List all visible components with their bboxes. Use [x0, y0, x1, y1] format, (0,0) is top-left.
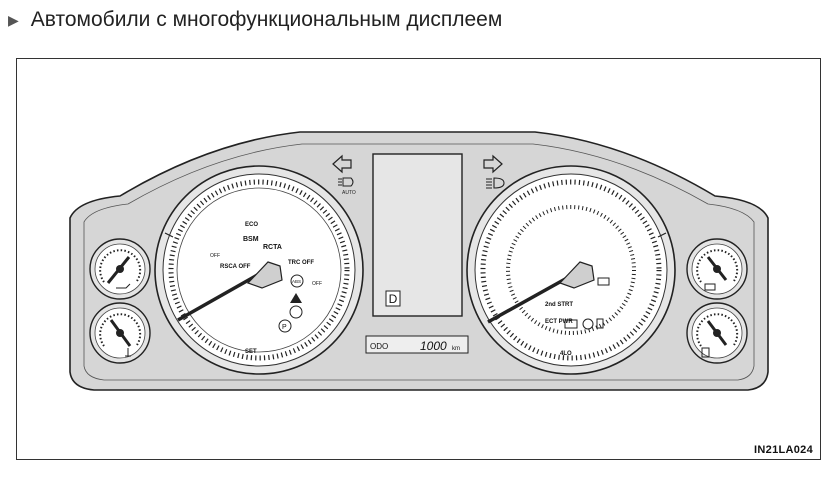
rsca-off-indicator: RSCA OFF	[220, 264, 251, 270]
section-title: Автомобили с многофункциональным дисплее…	[30, 8, 503, 31]
set-label: SET	[245, 349, 257, 355]
svg-text:P: P	[282, 324, 287, 331]
ect-pwr-indicator: ECT PWR	[545, 319, 573, 325]
odometer-panel	[365, 335, 469, 354]
multi-info-display	[372, 153, 463, 317]
odometer-unit: km	[452, 346, 460, 352]
bsm-indicator: BSM	[243, 236, 259, 243]
off-indicator-left: OFF	[210, 253, 220, 259]
figure-code: IN21LA024	[754, 444, 813, 456]
parking-brake-icon	[278, 319, 292, 333]
four-lo-indicator: 4LO	[560, 351, 572, 357]
section-heading: ▶ Автомобили с многофункциональным диспл…	[8, 6, 502, 34]
svg-text:AUTO: AUTO	[342, 190, 356, 196]
rcta-indicator: RCTA	[263, 244, 282, 251]
high-beam-icon	[486, 177, 505, 189]
odometer-label: ODO	[370, 342, 388, 351]
fuel-low-icon	[596, 318, 604, 329]
second-start-indicator: 2nd STRT	[545, 302, 573, 308]
tire-pressure-icon	[582, 318, 594, 330]
off-indicator-right: OFF	[312, 281, 322, 287]
abs-indicator: ABS	[292, 279, 301, 284]
coolant-temperature-gauge	[89, 302, 151, 364]
coolant-temperature-icon	[125, 348, 131, 357]
trc-off-indicator: TRC OFF	[288, 260, 314, 266]
speedometer: 2nd STRT ECT PWR 4LO	[466, 165, 676, 375]
oil-pressure-icon	[116, 283, 131, 289]
engine-check-icon	[564, 319, 578, 329]
turn-left-arrow-icon	[332, 154, 352, 174]
battery-gauge	[686, 238, 748, 300]
oil-pressure-gauge	[89, 238, 151, 300]
odometer-value: 1000	[420, 339, 447, 353]
tachometer: ECO BSM RCTA RSCA OFF TRC OFF ABS OFF OF…	[154, 165, 364, 375]
warning-triangle-icon	[290, 293, 302, 303]
battery-charge-icon	[597, 277, 610, 286]
brake-warning-icon	[289, 305, 303, 319]
eco-indicator: ECO	[245, 222, 258, 228]
illustration-frame	[16, 58, 821, 460]
fuel-pump-icon	[701, 347, 710, 358]
turn-right-arrow-icon	[483, 154, 503, 174]
battery-icon	[704, 283, 716, 291]
auto-headlight-icon: AUTO	[338, 177, 356, 196]
bullet-triangle-icon: ▶	[8, 11, 19, 28]
fuel-gauge	[686, 302, 748, 364]
gear-indicator: D	[389, 292, 398, 306]
